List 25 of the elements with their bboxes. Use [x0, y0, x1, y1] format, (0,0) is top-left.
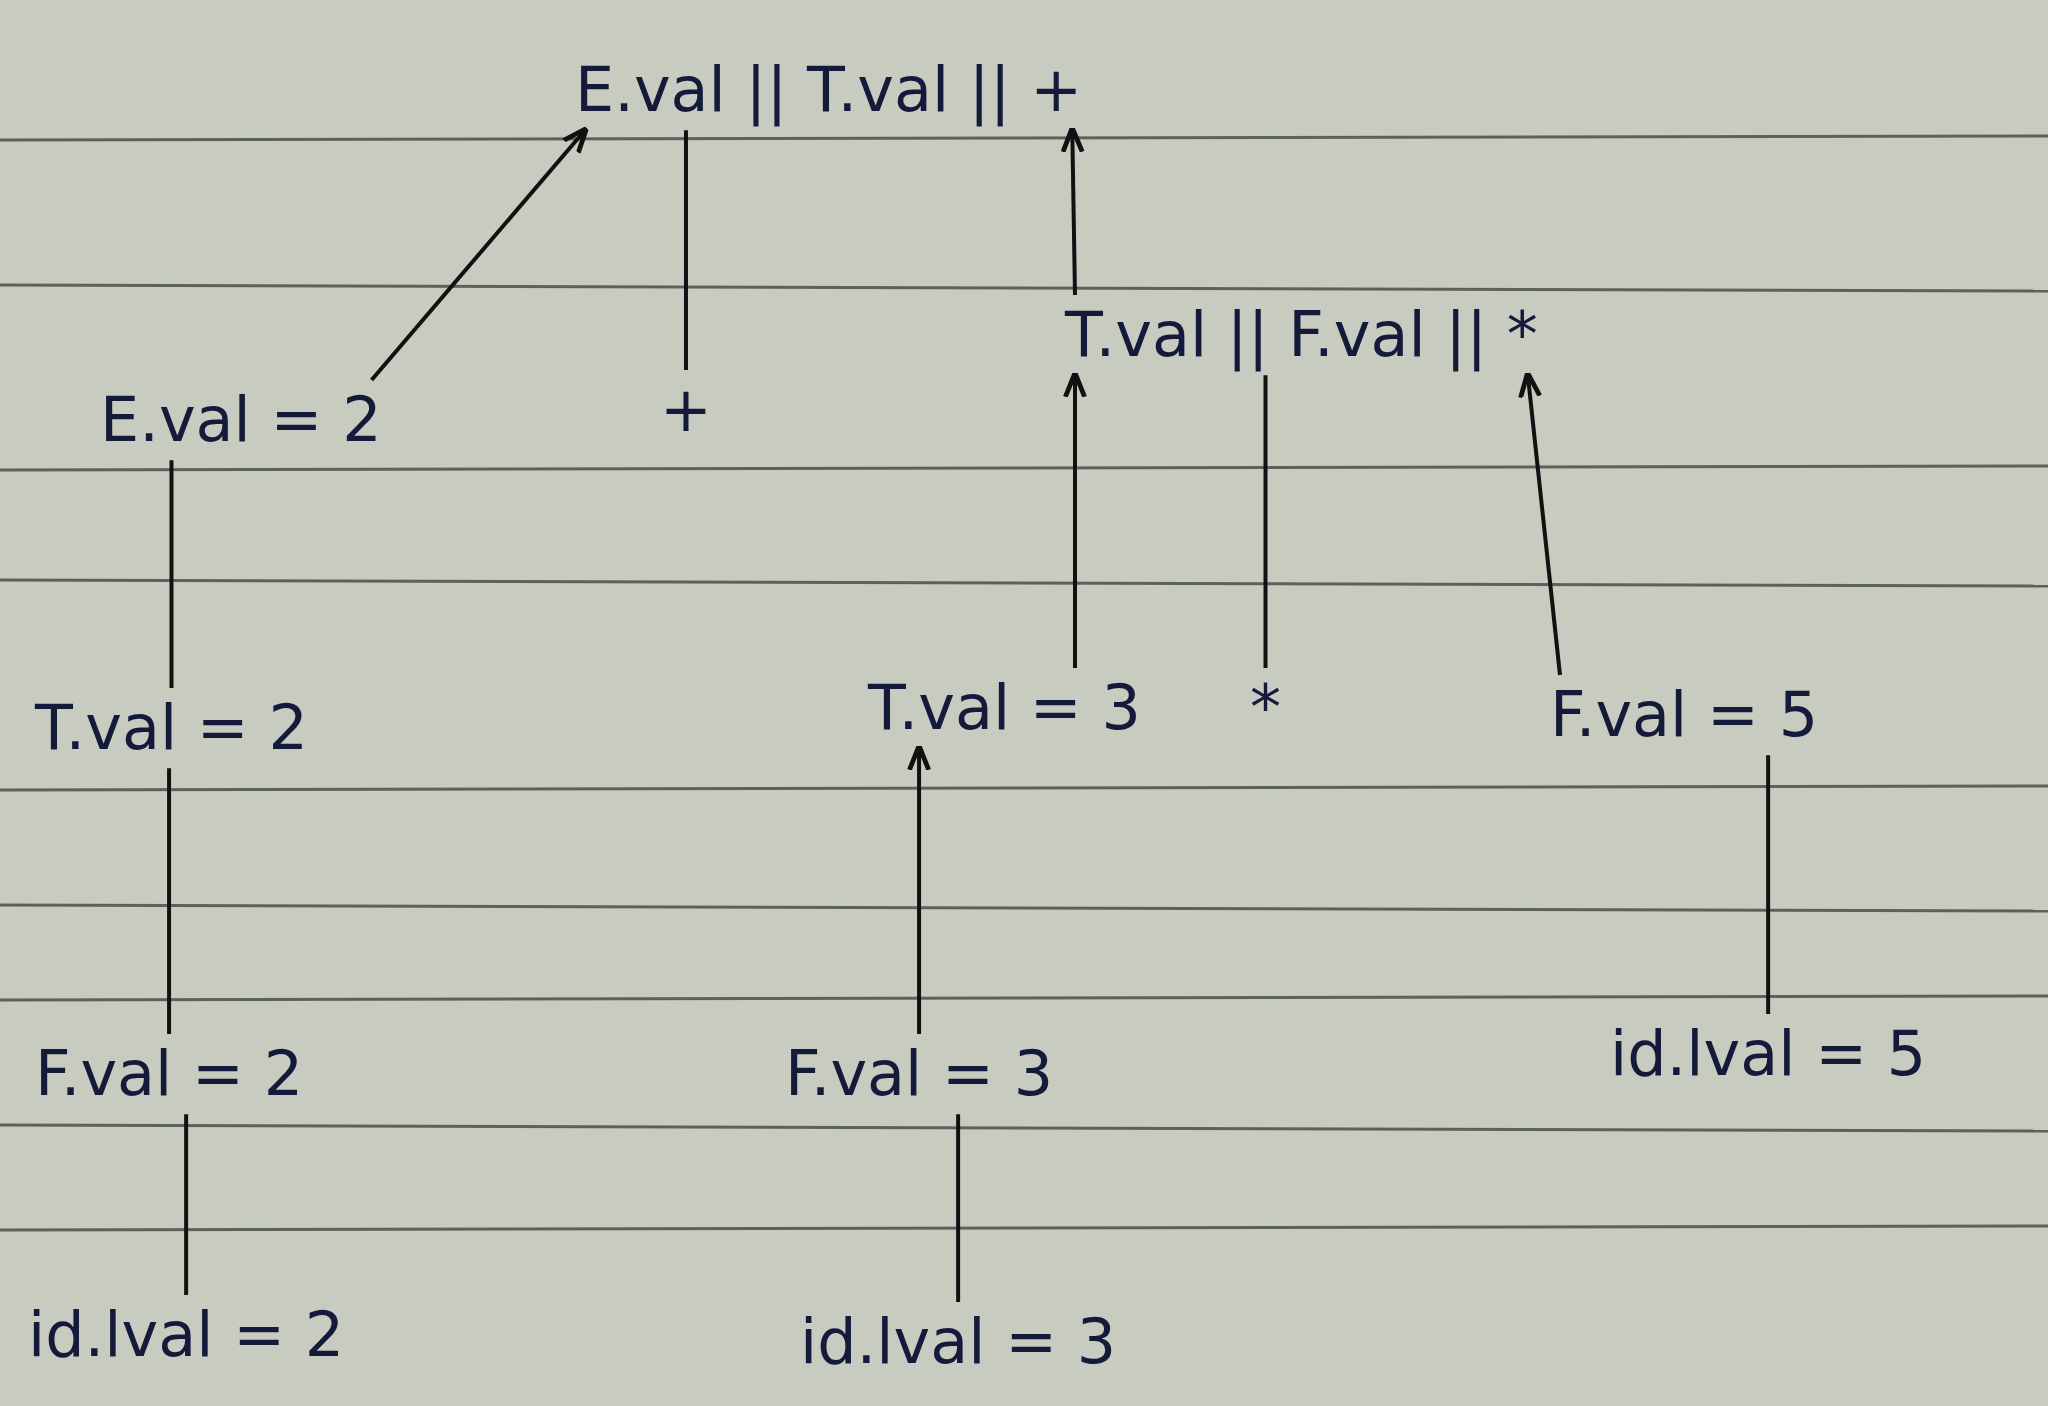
tree-node-label: T.val = 2	[25, 688, 318, 769]
tree-node-label: F.val = 2	[25, 1034, 314, 1115]
tree-line	[1766, 755, 1771, 1014]
tree-node-label: *	[1240, 668, 1291, 749]
tree-node-label: id.lval = 5	[1600, 1014, 1937, 1095]
tree-line	[169, 460, 174, 688]
tree-line	[956, 1114, 961, 1302]
tree-node-label: T.val = 3	[858, 668, 1151, 749]
tree-node-label: F.val = 5	[1540, 675, 1829, 756]
arrow	[1063, 370, 1087, 668]
tree-node-label: id.lval = 2	[18, 1295, 355, 1376]
tree-node-label: T.val || F.val || *	[1055, 295, 1548, 376]
tree-node-label: id.lval = 3	[790, 1302, 1127, 1383]
tree-node-label: F.val = 3	[775, 1034, 1064, 1115]
arrow	[907, 743, 932, 1034]
tree-line	[1263, 375, 1268, 668]
arrow	[370, 125, 589, 382]
arrow	[1518, 370, 1562, 676]
tree-node-label: E.val = 2	[90, 380, 392, 461]
tree-node-label: +	[650, 370, 722, 451]
tree-line	[167, 768, 172, 1034]
tree-line	[184, 1114, 189, 1295]
tree-line	[684, 130, 688, 370]
arrow	[1060, 125, 1085, 296]
tree-node-label: E.val || T.val || +	[565, 50, 1093, 131]
